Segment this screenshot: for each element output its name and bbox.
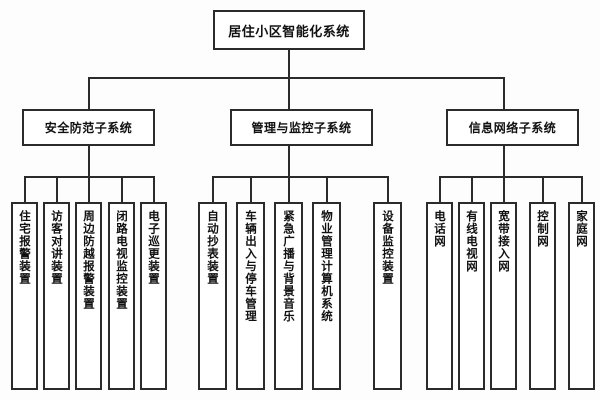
leaf-drop-3-5 <box>581 176 583 202</box>
leaf-node-label: 自动抄表装置 <box>205 210 220 285</box>
leaf-node-label: 紧急广播与背景音乐 <box>281 210 296 323</box>
leaf-node-label: 住宅报警装置 <box>17 210 32 285</box>
leaf-node[interactable]: 周边防越报警装置 <box>75 202 102 390</box>
leaf-node[interactable]: 自动抄表装置 <box>198 202 227 390</box>
leaf-node[interactable]: 电子巡更装置 <box>140 202 167 390</box>
leaf-drop-3-3 <box>503 176 505 202</box>
leaf-node-label: 周边防越报警装置 <box>81 210 96 310</box>
leaf-bus-line-3 <box>439 176 582 178</box>
branch-bus-line <box>88 77 504 79</box>
leaf-node[interactable]: 家庭网 <box>568 202 595 390</box>
leaf-node[interactable]: 宽带接入网 <box>490 202 517 390</box>
leaf-node[interactable]: 车辆出入与停车管理 <box>236 202 265 390</box>
leaf-node-label: 访客对讲装置 <box>49 210 64 285</box>
branch-2-stem-line <box>288 146 290 176</box>
leaf-node-label: 设备监控装置 <box>380 210 395 285</box>
leaf-node-label: 车辆出入与停车管理 <box>243 210 258 323</box>
leaf-drop-2-5 <box>387 176 389 202</box>
branch-node-label: 安全防范子系统 <box>44 121 133 135</box>
leaf-node-label: 控制网 <box>535 210 550 248</box>
branch-node-label: 管理与监控子系统 <box>251 121 352 135</box>
branch-node-management[interactable]: 管理与监控子系统 <box>230 109 373 146</box>
leaf-node-label: 闭路电视监控装置 <box>114 210 129 310</box>
branch-node-security[interactable]: 安全防范子系统 <box>22 109 155 146</box>
leaf-node-label: 宽带接入网 <box>496 210 511 273</box>
leaf-drop-3-1 <box>439 176 441 202</box>
branch-drop-line-1 <box>88 77 90 109</box>
branch-drop-line-3 <box>503 77 505 109</box>
root-node-label: 居住小区智能化系统 <box>228 24 350 40</box>
leaf-drop-1-3 <box>88 176 90 202</box>
leaf-drop-3-2 <box>471 176 473 202</box>
leaf-drop-2-2 <box>250 176 252 202</box>
branch-node-label: 信息网络子系统 <box>468 121 557 135</box>
leaf-node[interactable]: 住宅报警装置 <box>11 202 38 390</box>
leaf-drop-1-5 <box>153 176 155 202</box>
leaf-drop-1-2 <box>56 176 58 202</box>
leaf-node[interactable]: 紧急广播与背景音乐 <box>274 202 303 390</box>
leaf-node-label: 有线电视网 <box>464 210 479 273</box>
leaf-drop-1-4 <box>121 176 123 202</box>
leaf-node[interactable]: 有线电视网 <box>458 202 485 390</box>
leaf-node[interactable]: 闭路电视监控装置 <box>108 202 135 390</box>
branch-3-stem-line <box>503 146 505 176</box>
leaf-node-label: 电话网 <box>432 210 447 248</box>
leaf-bus-line-2 <box>212 176 388 178</box>
root-stem-line <box>288 50 290 78</box>
root-node[interactable]: 居住小区智能化系统 <box>213 10 365 50</box>
branch-node-network[interactable]: 信息网络子系统 <box>446 109 579 146</box>
leaf-node-label: 家庭网 <box>574 210 589 248</box>
leaf-drop-3-4 <box>542 176 544 202</box>
leaf-node[interactable]: 访客对讲装置 <box>43 202 70 390</box>
leaf-node-label: 物业管理计算机系统 <box>319 210 334 323</box>
leaf-drop-2-4 <box>326 176 328 202</box>
leaf-node[interactable]: 电话网 <box>426 202 453 390</box>
branch-1-stem-line <box>88 146 90 176</box>
leaf-node[interactable]: 物业管理计算机系统 <box>312 202 341 390</box>
leaf-node[interactable]: 控制网 <box>529 202 556 390</box>
leaf-drop-2-3 <box>288 176 290 202</box>
leaf-node[interactable]: 设备监控装置 <box>373 202 402 390</box>
leaf-drop-1-1 <box>24 176 26 202</box>
leaf-drop-2-1 <box>212 176 214 202</box>
leaf-node-label: 电子巡更装置 <box>146 210 161 285</box>
branch-drop-line-2 <box>288 77 290 109</box>
